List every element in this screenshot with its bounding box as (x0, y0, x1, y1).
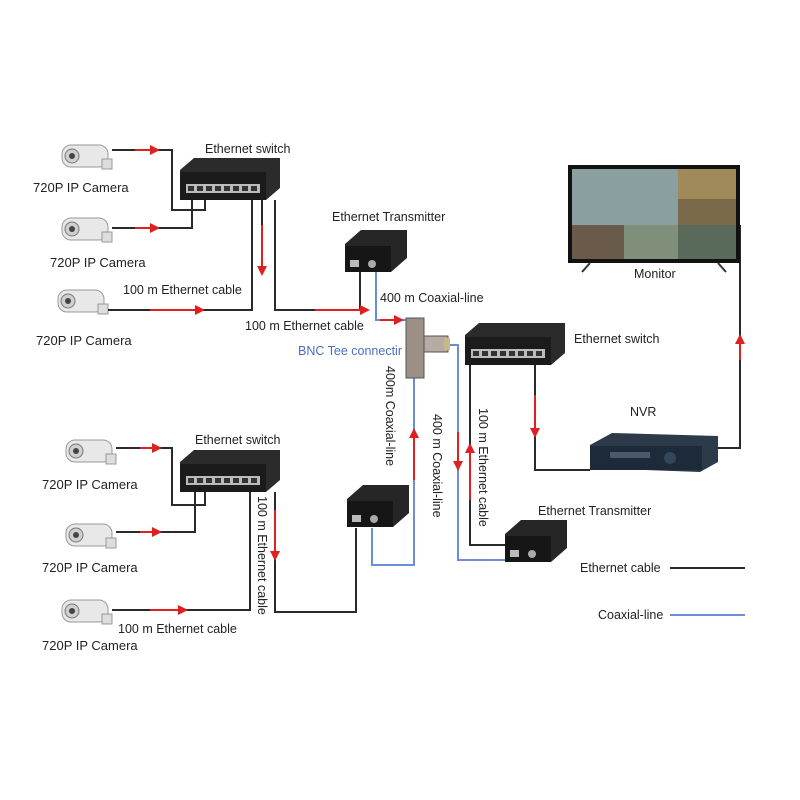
bnc-tee-connector (405, 317, 450, 379)
ethernet-transmitter-top (345, 230, 407, 272)
switch-label: Ethernet switch (205, 142, 291, 156)
ethernet-transmitter-bottom-left (347, 485, 409, 527)
switch-label: Ethernet switch (195, 433, 281, 447)
camera-icon (65, 523, 117, 549)
legend-ethernet-label: Ethernet cable (580, 561, 661, 575)
cable-label: 100 m Ethernet cable (118, 622, 237, 636)
cable-label: 100 m Ethernet cable (123, 283, 242, 297)
switch-label: Ethernet switch (574, 332, 660, 346)
coax-label-vertical: 400 m Coaxial-line (430, 414, 444, 518)
transmitter-label: Ethernet Transmitter (332, 210, 445, 224)
camera-icon (65, 439, 117, 465)
nvr-label: NVR (630, 405, 656, 419)
coax-label-vertical: 400m Coaxial-line (383, 366, 397, 466)
camera-label: 720P IP Camera (42, 638, 138, 653)
camera-label: 720P IP Camera (50, 255, 146, 270)
camera-label: 720P IP Camera (42, 560, 138, 575)
bnc-tee-label: BNC Tee connectir (298, 344, 402, 358)
cable-label-vertical: 100 m Ethernet cable (476, 408, 490, 527)
camera-icon (61, 217, 113, 243)
coax-label: 400 m Coaxial-line (380, 291, 484, 305)
cable-label: 100 m Ethernet cable (245, 319, 364, 333)
camera-label: 720P IP Camera (36, 333, 132, 348)
legend: Ethernet cable Coaxial-line (580, 561, 745, 622)
legend-coax-label: Coaxial-line (598, 608, 663, 622)
camera-icon (61, 144, 113, 170)
ethernet-switch-bottom (180, 450, 280, 492)
camera-icon (57, 289, 109, 315)
transmitter-label: Ethernet Transmitter (538, 504, 651, 518)
ethernet-transmitter-bottom-right (505, 520, 567, 562)
nvr-icon (590, 433, 718, 472)
camera-label: 720P IP Camera (33, 180, 129, 195)
cable-label-vertical: 100 m Ethernet cable (255, 496, 269, 615)
monitor-label: Monitor (634, 267, 676, 281)
flow-arrows (135, 145, 745, 615)
ethernet-switch-right (465, 323, 565, 365)
monitor-icon (568, 165, 740, 273)
camera-icon (61, 599, 113, 625)
camera-label: 720P IP Camera (42, 477, 138, 492)
ethernet-switch-top (180, 158, 280, 200)
